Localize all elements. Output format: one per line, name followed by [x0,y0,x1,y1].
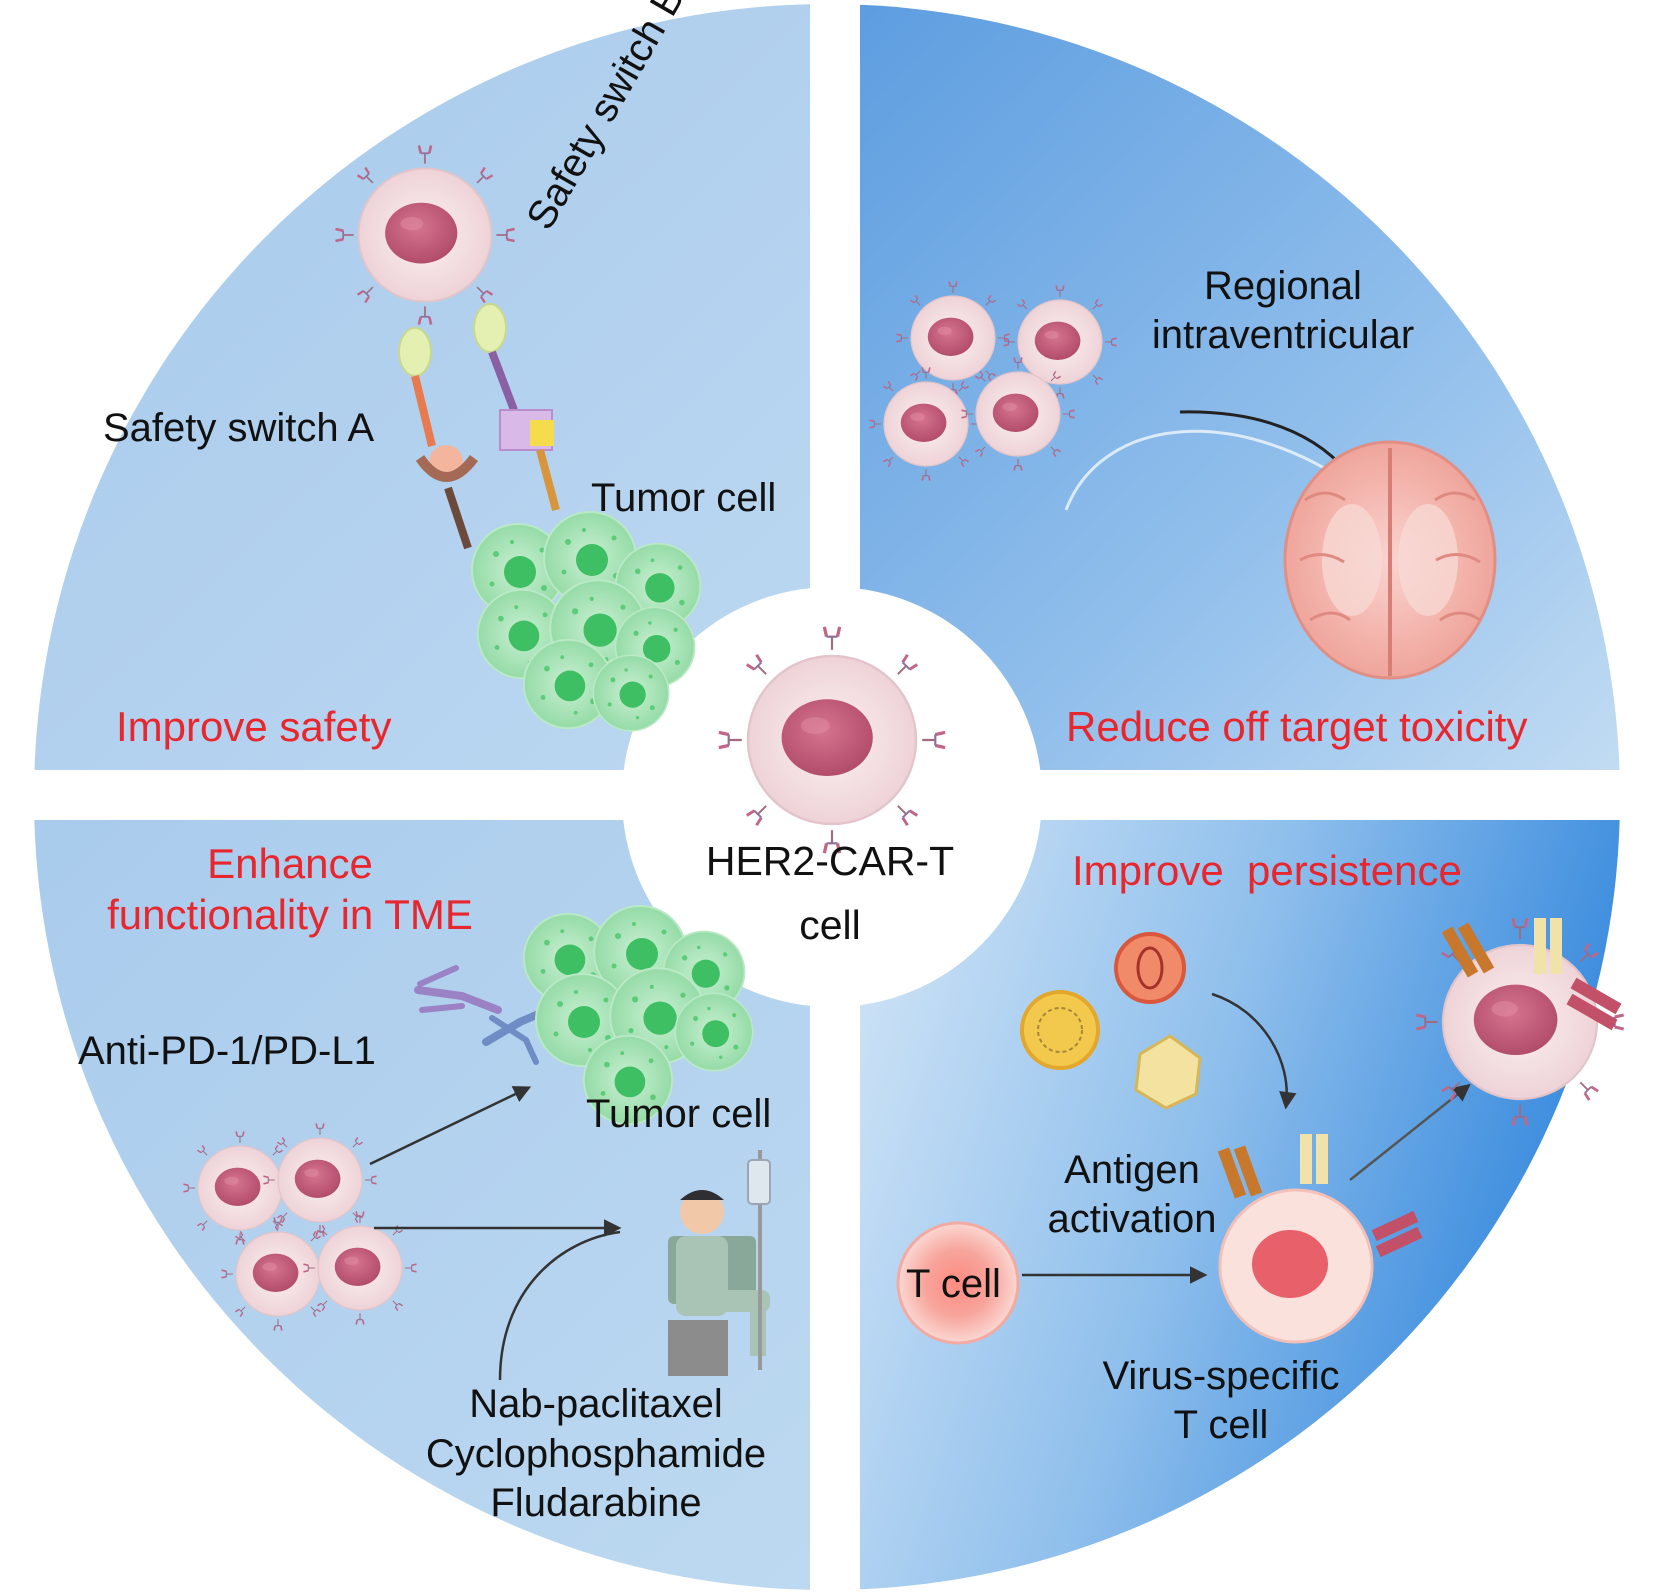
virus-specific-t-cell-line: T cell [1173,1402,1269,1447]
intraventricular-line: intraventricular [1151,312,1415,357]
brain-icon [1283,440,1497,680]
arrow-to-tumor [369,1086,532,1166]
chemotherapy-drug-list: Nab-paclitaxel Cyclophosphamide Fludarab… [386,1380,806,1529]
drug-fludarabine: Fludarabine [490,1481,702,1526]
center-label: HER2-CAR-T cell [640,830,1020,957]
drug-cyclophosphamide: Cyclophosphamide [425,1431,767,1476]
tumor-cell-label-top: Tumor cell [591,476,777,520]
enhance-line1: Enhance [207,840,373,887]
virus-yellow-icon [1020,990,1100,1070]
expansion-arrow [1349,1083,1471,1181]
improve-safety-heading: Improve safety [116,703,392,750]
virus-specific-t-cell-label: Virus-specific T cell [1056,1352,1386,1450]
enhance-functionality-heading: Enhance functionality in TME [40,838,540,940]
center-label-line2: cell [799,901,861,948]
switch-b-stalk [488,350,518,412]
patient-icon [668,1150,771,1376]
antigen-line: Antigen [1064,1148,1200,1192]
activation-arrow [1211,992,1297,1110]
regional-line: Regional [1204,264,1362,308]
center-label-line1: HER2-CAR-T [705,838,955,884]
delivery-arrow-faint [1064,429,1357,511]
chemo-arrow [498,1230,621,1381]
drug-nab-paclitaxel: Nab-paclitaxel [469,1382,723,1426]
activation-line: activation [1047,1196,1217,1241]
safety-switch-illustration [335,145,560,550]
regional-intraventricular-label: Regional intraventricular [1118,262,1448,360]
persistent-car-t-cell-icon [1416,918,1623,1126]
virus-specific-line: Virus-specific [1102,1354,1340,1398]
switch-b-icon [530,420,554,446]
virus-icons [1020,932,1202,1110]
antigen-activation-label: Antigen activation [1012,1146,1252,1244]
tumor-cell-label-bottom: Tumor cell [586,1092,772,1136]
enhance-line2: functionality in TME [107,891,473,939]
t-cell-icon [896,1221,1020,1345]
switch-a-stalk [411,375,436,447]
reduce-off-target-toxicity-heading: Reduce off target toxicity [1066,703,1528,750]
t-cell-label: T cell [906,1262,1001,1306]
improve-persistence-heading: Improve persistence [1072,847,1462,894]
safety-switch-a-label: Safety switch A [103,406,375,450]
anti-pd1-pdl1-label: Anti-PD-1/PD-L1 [78,1029,376,1073]
virus-specific-t-cell-icon [1217,1134,1423,1344]
virus-hex-icon [1134,1034,1202,1110]
virus-red-icon [1114,932,1186,1004]
